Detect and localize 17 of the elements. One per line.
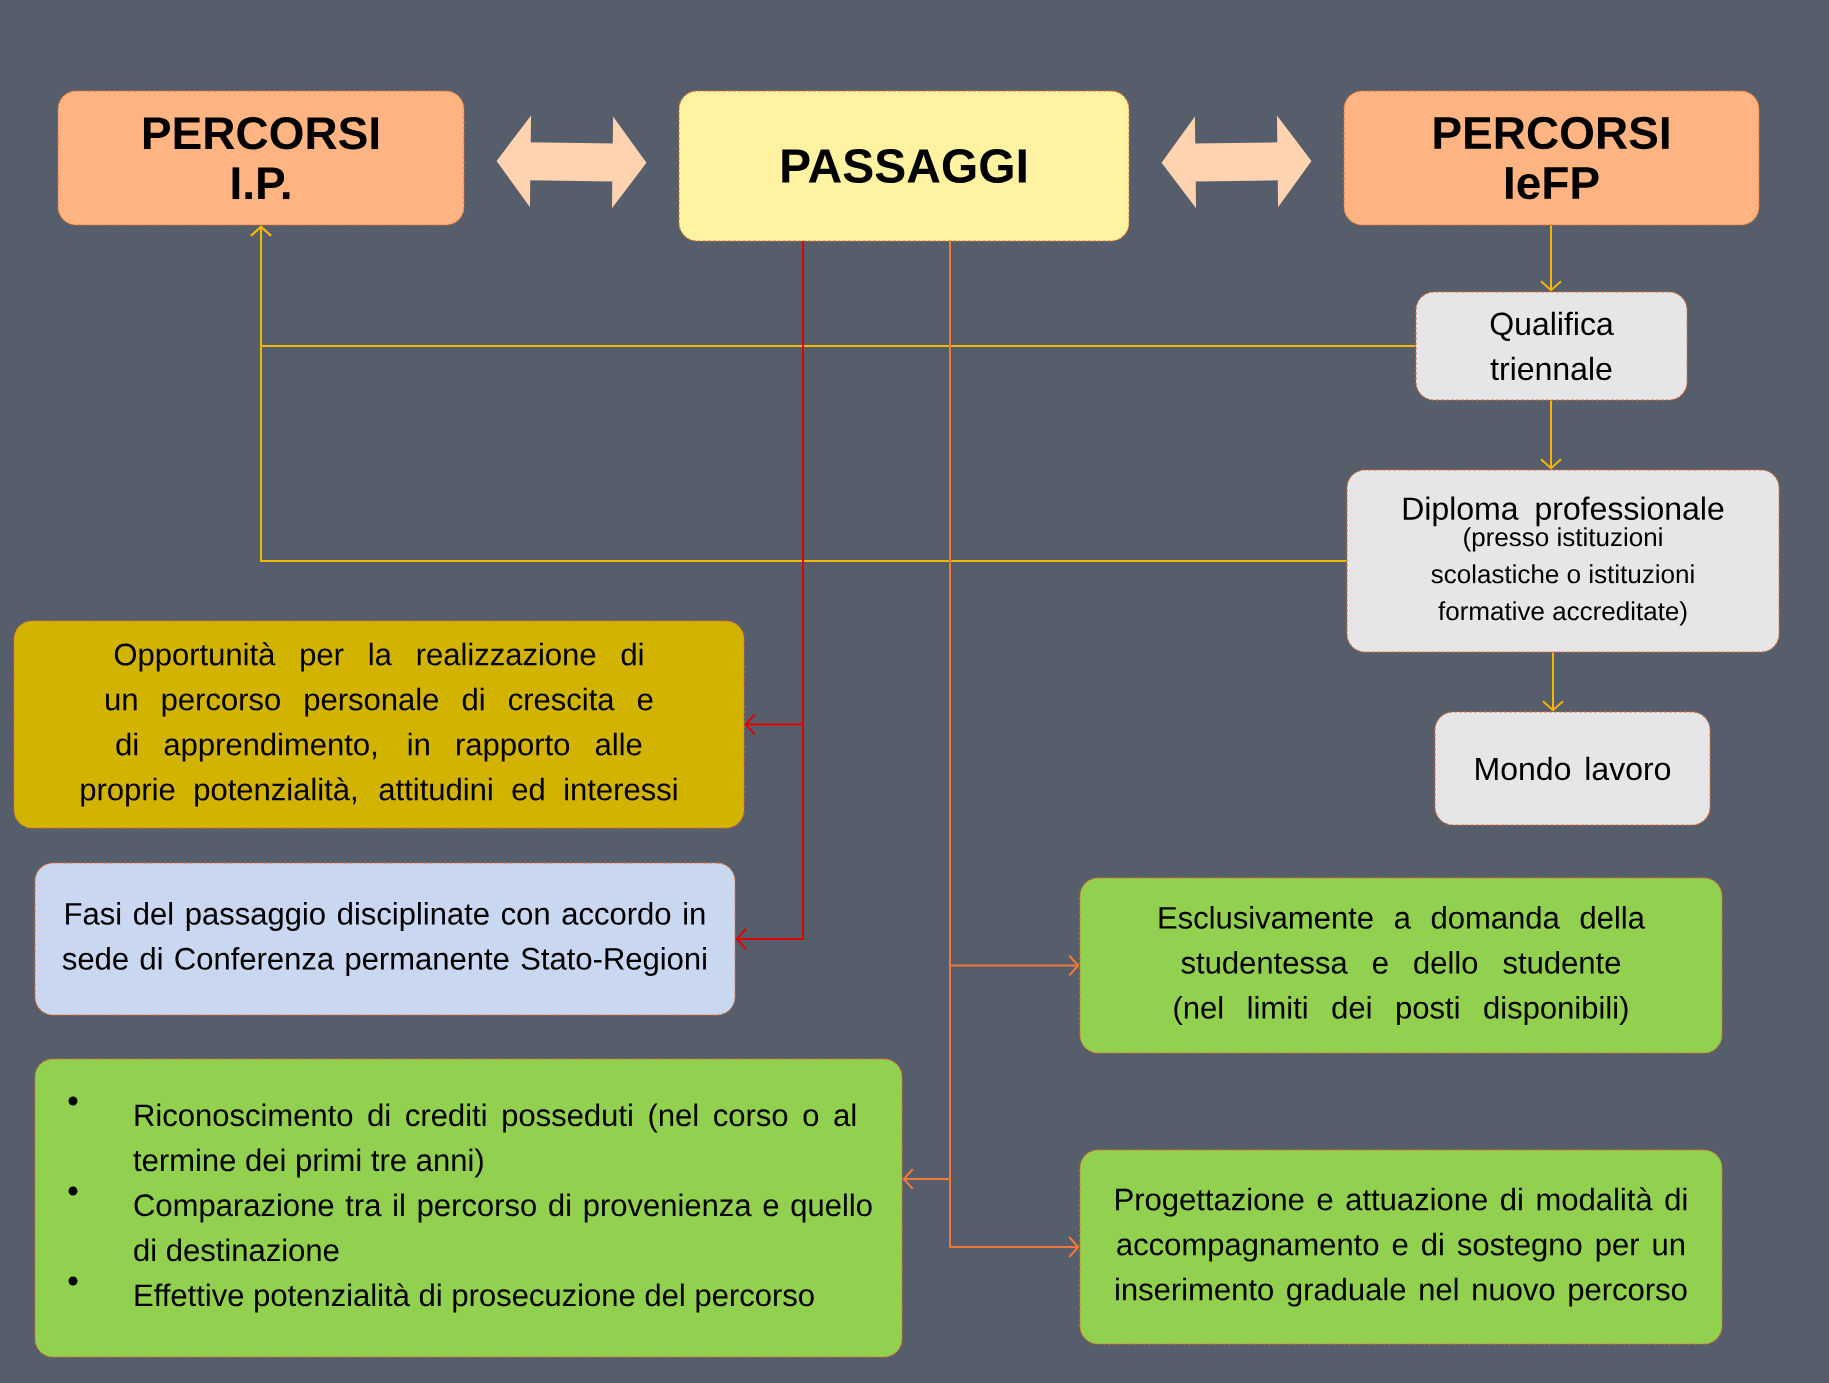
- note-box: Esclusivamente a domanda della studentessa e dello studente (nel limiti dei posti disponibili): [1079, 877, 1723, 1054]
- arrow: [1540, 224, 1562, 292]
- arrow: [250, 225, 1348, 562]
- arrow: [735, 240, 804, 950]
- note-box: Progettazione e attuazione di modalità di accompagnamento e di sostegno per un inserimento graduale nel nuovo percorso: [1079, 1149, 1723, 1345]
- step-box: Mondo lavoro: [1434, 711, 1711, 826]
- path-box: PERCORSI IeFP: [1343, 90, 1760, 226]
- bullet-list-box: Riconoscimento di crediti posseduti (nel corso o al termine dei primi tre anni) Comparazione tra il percorso di provenienza e quello di destinazione Effettive potenzialità di prosecuzione del percorso: [34, 1058, 903, 1358]
- step-box: Diploma professionale (presso istituzioni scolastiche o istituzioni formative accreditate): [1346, 469, 1780, 653]
- note-box: Fasi del passaggio disciplinate con accordo in sede di Conferenza permanente Stato-Regioni: [34, 862, 736, 1016]
- step-box: Qualifica triennale: [1415, 291, 1688, 401]
- arrow: [1540, 399, 1562, 470]
- arrow: [949, 240, 1080, 1258]
- central-box: PASSAGGI: [678, 90, 1130, 242]
- note-box: Opportunità per la realizzazione di un percorso personale di crescita e di apprendimento, in rapporto alle proprie potenzialità, attitudini ed interessi: [13, 620, 745, 829]
- arrow: [1542, 651, 1564, 712]
- path-box: PERCORSI I.P.: [57, 90, 465, 226]
